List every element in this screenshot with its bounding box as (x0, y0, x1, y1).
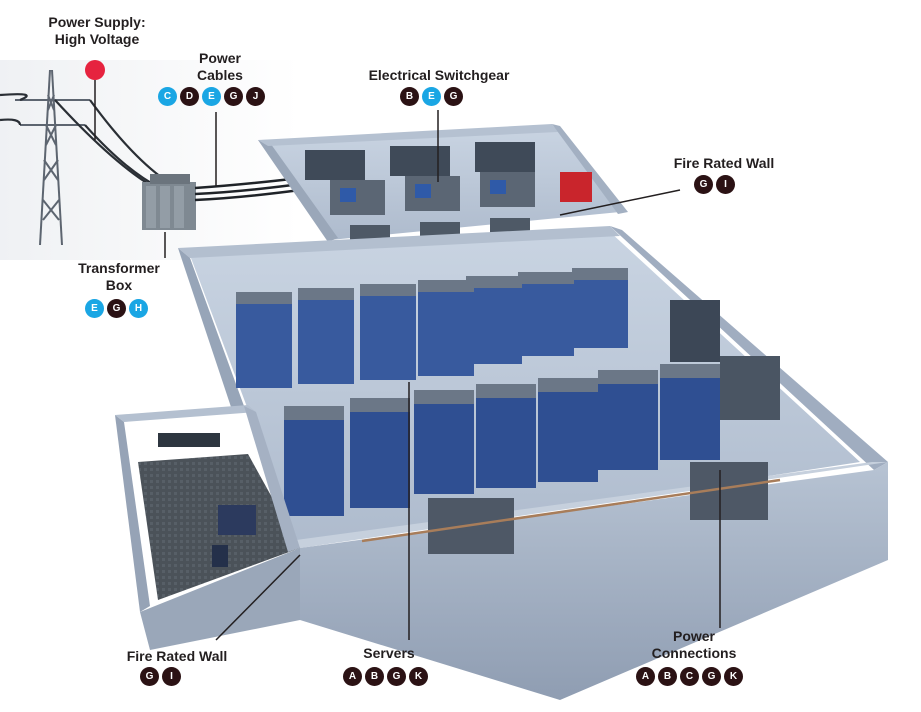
fire-wall-bottom-leader (215, 554, 301, 641)
switchgear-room-wall-back (258, 124, 558, 146)
transformer-box-shape (142, 174, 196, 230)
power-distribution-units (428, 300, 780, 554)
badge-c: C (680, 667, 699, 686)
transmission-tower (15, 69, 90, 246)
switchgear-room-wall-left (258, 140, 338, 242)
badge-a: A (636, 667, 655, 686)
badge-g: G (702, 667, 721, 686)
badge-b: B (400, 87, 419, 106)
label-power-supply: Power Supply:High Voltage (42, 14, 152, 48)
server-hall-wall-left (178, 248, 244, 410)
front-wall-stripe (361, 478, 781, 543)
badge-g: G (444, 87, 463, 106)
badge-a: A (343, 667, 362, 686)
badge-j: J (246, 87, 265, 106)
control-room-wall-right (244, 406, 300, 552)
control-room-chair (212, 545, 228, 567)
control-room-wall-back (115, 405, 256, 422)
badge-i: I (162, 667, 181, 686)
label-servers-line-1: Servers (363, 645, 415, 661)
badge-g: G (387, 667, 406, 686)
fire-wall-top-leader (559, 189, 681, 216)
badge-b: B (658, 667, 677, 686)
label-fire-wall-bottom-line-1: Fire Rated Wall (126, 648, 228, 664)
badge-g: G (107, 299, 126, 318)
switchgear-room-wall-right (552, 124, 628, 214)
control-room-monitor-wall (158, 433, 220, 447)
badge-g: G (694, 175, 713, 194)
control-room-desk (218, 505, 256, 535)
badge-g: G (224, 87, 243, 106)
label-power-cables-line-2: Cables (197, 67, 243, 83)
label-switchgear: Electrical Switchgear (357, 67, 521, 84)
label-power-connections-line-2: Connections (651, 645, 737, 661)
label-power-cables-line-1: Power (198, 50, 241, 66)
badge-d: D (180, 87, 199, 106)
label-power-supply-line-2: High Voltage (54, 31, 140, 47)
label-power-supply-line-1: Power Supply: (48, 14, 146, 30)
label-switchgear-line-1: Electrical Switchgear (368, 67, 510, 83)
badge-h: H (129, 299, 148, 318)
badge-k: K (409, 667, 428, 686)
badge-c: C (158, 87, 177, 106)
server-hall-wall-back (178, 226, 620, 258)
label-transformer-line-2: Box (105, 277, 133, 293)
badge-e: E (85, 299, 104, 318)
label-transformer-line-1: Transformer (78, 260, 160, 276)
badge-g: G (140, 667, 159, 686)
badge-e: E (202, 87, 221, 106)
server-hall-wall-right (610, 226, 888, 470)
label-servers: Servers (357, 645, 421, 662)
control-room-wall-left (115, 415, 150, 612)
server-rows-front (284, 364, 720, 516)
badge-i: I (716, 175, 735, 194)
label-fire-wall-top: Fire Rated Wall (665, 155, 783, 172)
badge-k: K (724, 667, 743, 686)
server-hall-wall-front (300, 462, 888, 700)
label-fire-wall-top-line-1: Fire Rated Wall (673, 155, 775, 171)
badge-b: B (365, 667, 384, 686)
server-rows-back (236, 268, 628, 388)
badge-e: E (422, 87, 441, 106)
label-power-connections-line-1: Power (672, 628, 715, 644)
power-supply-dot (85, 60, 105, 80)
control-room-wall-front (140, 548, 300, 650)
label-fire-wall-bottom: Fire Rated Wall (118, 648, 236, 665)
